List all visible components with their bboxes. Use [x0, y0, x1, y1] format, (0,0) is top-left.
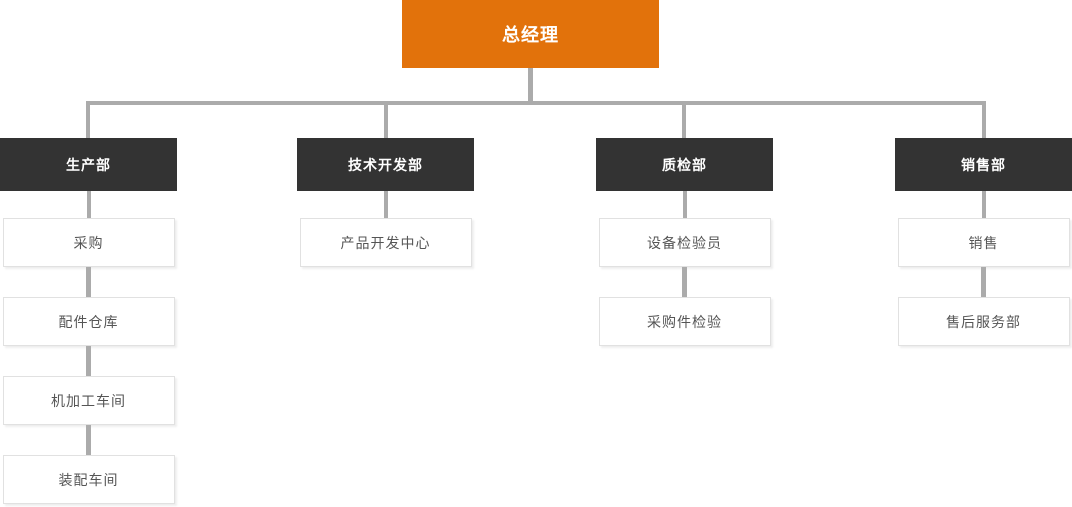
- dept-node-tech-development: 技术开发部: [297, 138, 474, 191]
- connector-vertical: [682, 267, 687, 297]
- column-tech-development: 技术开发部 产品开发中心: [297, 138, 474, 267]
- connector-root-stub: [528, 68, 533, 101]
- child-node-parts-warehouse: 配件仓库: [2, 297, 175, 346]
- connector-vertical: [86, 346, 91, 376]
- child-node-sales: 销售: [897, 218, 1070, 267]
- dept-node-quality-inspection: 质检部: [596, 138, 773, 191]
- child-node-product-dev-center: 产品开发中心: [299, 218, 472, 267]
- connector-vertical: [86, 267, 91, 297]
- child-node-after-sales-service: 售后服务部: [897, 297, 1070, 346]
- child-node-machining-workshop: 机加工车间: [2, 376, 175, 425]
- child-node-assembly-workshop: 装配车间: [2, 455, 175, 504]
- connector-horizontal: [86, 101, 986, 105]
- column-quality-inspection: 质检部 设备检验员 采购件检验: [596, 138, 773, 346]
- column-sales: 销售部 销售 售后服务部: [895, 138, 1072, 346]
- connector-drop-tech: [384, 105, 388, 138]
- connector-vertical: [383, 191, 388, 218]
- connector-vertical: [86, 425, 91, 455]
- connector-vertical: [682, 191, 687, 218]
- root-node-general-manager: 总经理: [402, 0, 659, 68]
- column-production: 生产部 采购 配件仓库 机加工车间 装配车间: [0, 138, 177, 504]
- connector-drop-quality: [682, 105, 686, 138]
- child-node-purchased-parts-inspection: 采购件检验: [598, 297, 771, 346]
- connector-vertical: [981, 267, 986, 297]
- connector-drop-sales: [982, 105, 986, 138]
- dept-node-production: 生产部: [0, 138, 177, 191]
- child-node-purchasing: 采购: [2, 218, 175, 267]
- child-node-equipment-inspector: 设备检验员: [598, 218, 771, 267]
- connector-vertical: [981, 191, 986, 218]
- dept-node-sales: 销售部: [895, 138, 1072, 191]
- connector-vertical: [86, 191, 91, 218]
- connector-drop-production: [86, 105, 90, 138]
